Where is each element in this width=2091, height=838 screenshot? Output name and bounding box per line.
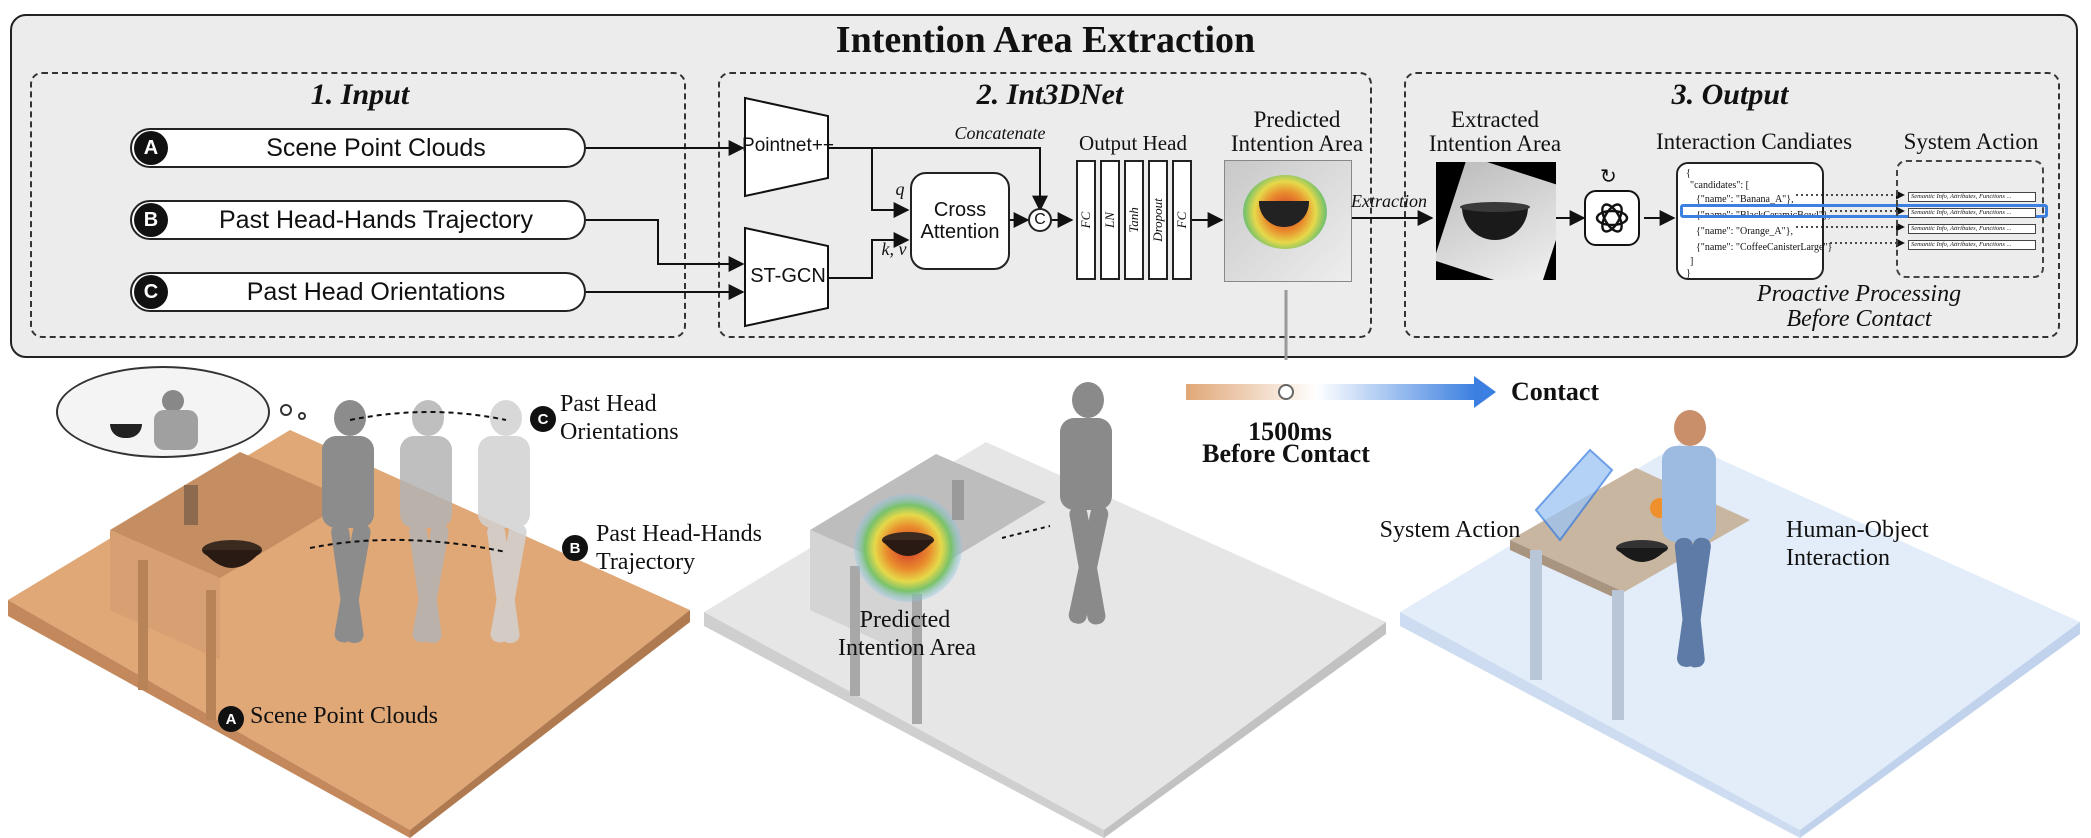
pipeline-arrows	[586, 96, 1676, 360]
head-layer-tanh: Tanh	[1124, 160, 1144, 280]
head-layer-label: LN	[1102, 212, 1117, 228]
badge-a: A	[134, 131, 168, 165]
thought-bubble	[56, 366, 270, 458]
net-section-title: 2. Int3DNet	[976, 78, 1124, 111]
kv-label: k, v	[881, 239, 907, 259]
system-row: Semantic Info, Attributes, Functions ...	[1908, 208, 2036, 218]
system-action-box: Semantic Info, Attributes, Functions ...…	[1896, 160, 2044, 278]
pointnet-label: Pointnet++	[742, 135, 834, 156]
head-layer-ln: LN	[1100, 160, 1120, 280]
selected-candidate-highlight	[1680, 204, 2048, 218]
scene-head-hands-2: Trajectory	[596, 549, 696, 575]
thought-dot	[280, 404, 292, 416]
llm-gear-icon	[1584, 190, 1640, 246]
concatenate-label: Concatenate	[954, 123, 1046, 143]
system-action-title: System Action	[1903, 129, 2039, 154]
timeline-contact: Contact	[1510, 377, 1600, 406]
scene-head-orient-2: Orientations	[560, 419, 679, 445]
main-title: Intention Area Extraction	[835, 19, 1256, 61]
scene-head-hands-1: Past Head-Hands	[596, 521, 762, 547]
input-label: Past Head Orientations	[246, 277, 506, 306]
scene-badge-a: A	[218, 706, 244, 732]
timeline-arrowhead	[1474, 376, 1496, 408]
predicted-area-illustration	[704, 382, 1386, 838]
json-line: ]	[1690, 256, 1694, 267]
output-section-title: 3. Output	[1671, 78, 1789, 111]
scene-hoi-2: Interaction	[1786, 545, 1890, 571]
system-row: Semantic Info, Attributes, Functions ...	[1908, 224, 2036, 234]
scene-point-clouds-label: Scene Point Clouds	[250, 703, 439, 729]
q-label: q	[895, 179, 905, 199]
output-section	[1404, 72, 2060, 338]
candidates-title: Interaction Candiates	[1655, 129, 1853, 154]
cross-attention-label: Cross Attention	[920, 199, 1000, 243]
scene-system-action: System Action	[1379, 517, 1521, 543]
extraction-label: Extraction	[1351, 191, 1427, 211]
pointnet-block	[744, 96, 829, 198]
head-layer-label: Dropout	[1150, 198, 1165, 242]
json-line: {	[1686, 168, 1691, 179]
input-head-hands-trajectory: B Past Head-Hands Trajectory	[130, 200, 586, 240]
badge-b: B	[134, 203, 168, 237]
refresh-icon: ↻	[1600, 164, 1617, 188]
input-label: Scene Point Clouds	[266, 133, 486, 162]
json-line: "candidates": [	[1690, 180, 1749, 191]
head-layer-label: FC	[1174, 211, 1189, 229]
head-layer-fc1: FC	[1076, 160, 1096, 280]
json-line: {"name": "Banana_A"},	[1696, 194, 1794, 205]
net-section	[718, 72, 1372, 338]
predicted-area-image	[1224, 160, 1352, 282]
predicted-area-title: Predicted Intention Area	[1230, 107, 1364, 157]
badge-c: C	[134, 275, 168, 309]
output-head-title: Output Head	[1079, 131, 1187, 155]
timeline-before: Before Contact	[1202, 439, 1370, 468]
json-line: }	[1686, 268, 1691, 279]
input-head-orientations: C Past Head Orientations	[130, 272, 586, 312]
input-section-title: 1. Input	[310, 78, 410, 111]
input-label: Past Head-Hands Trajectory	[218, 205, 534, 234]
extracted-area-image	[1436, 162, 1556, 280]
timeline-time: 1500ms	[1248, 417, 1332, 446]
scene-badge-c: C	[530, 406, 556, 432]
scene-point-cloud-illustration	[8, 400, 690, 838]
scene-head-orient-1: Past Head	[560, 391, 657, 417]
json-line: {"name": "Orange_A"},	[1696, 226, 1794, 237]
stgcn-label: ST-GCN	[750, 265, 826, 287]
scene-predicted-2: Intention Area	[838, 635, 976, 661]
head-layer-dropout: Dropout	[1148, 160, 1168, 280]
candidate-arrows	[1796, 190, 1905, 248]
head-layer-fc2: FC	[1172, 160, 1192, 280]
head-layer-label: Tanh	[1126, 207, 1141, 233]
timeline-bar	[1186, 384, 1476, 400]
concat-symbol-label: C	[1034, 211, 1046, 228]
input-scene-point-clouds: A Scene Point Clouds	[130, 128, 586, 168]
timeline-marker	[1278, 384, 1294, 400]
thought-dot	[298, 412, 306, 420]
json-line: {"name": "CoffeeCanisterLarge"}	[1696, 242, 1833, 253]
stgcn-block	[744, 226, 829, 328]
system-row: Semantic Info, Attributes, Functions ...	[1908, 192, 2036, 202]
scene-hoi-1: Human-Object	[1786, 517, 1929, 543]
scene-predicted-1: Predicted	[859, 607, 951, 633]
system-row: Semantic Info, Attributes, Functions ...	[1908, 240, 2036, 250]
head-layer-label: FC	[1078, 211, 1093, 229]
cross-attention-block: Cross Attention	[910, 172, 1010, 270]
proactive-label: Proactive Processing Before Contact	[1756, 281, 1962, 333]
extracted-area-title: Extracted Intention Area	[1428, 107, 1562, 157]
input-section	[30, 72, 686, 338]
interaction-illustration	[1400, 410, 2080, 838]
scene-badge-b: B	[562, 535, 588, 561]
concat-symbol: C	[1028, 208, 1052, 232]
